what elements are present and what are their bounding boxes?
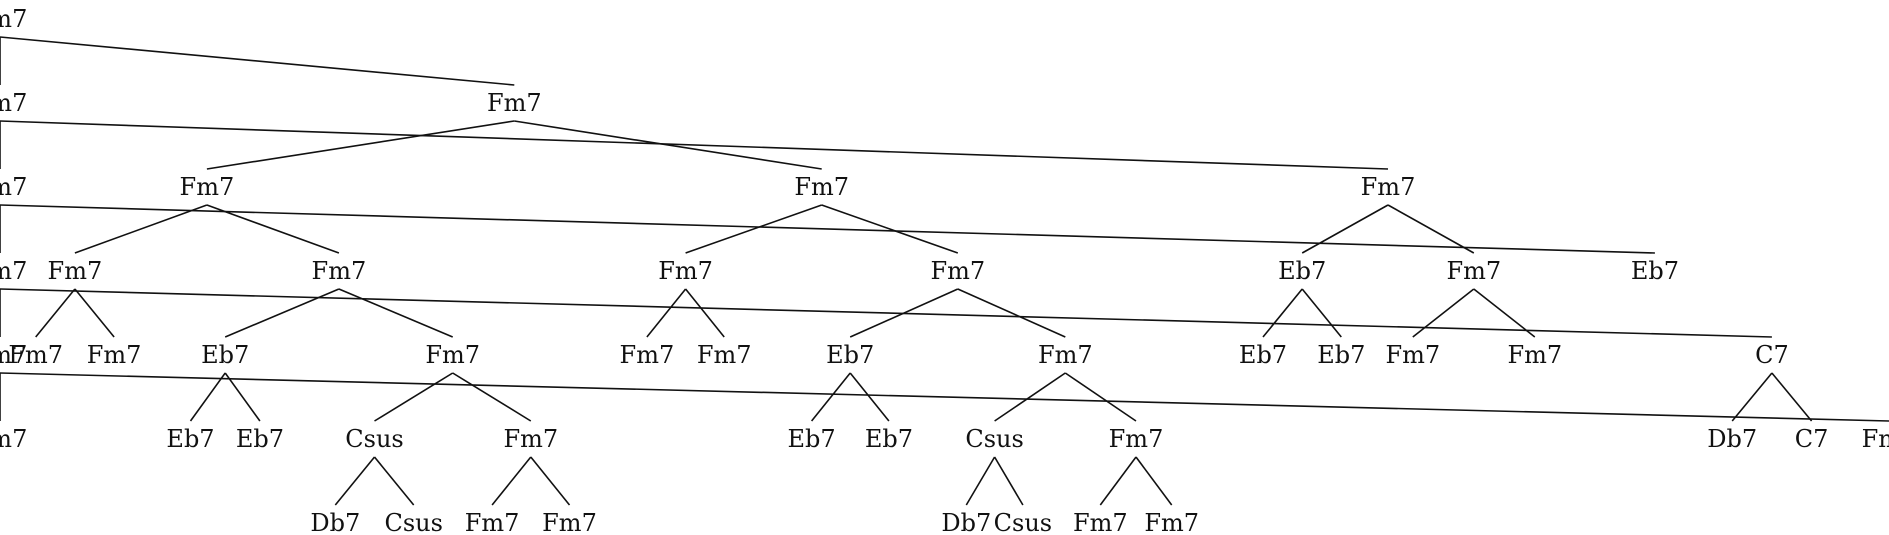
tree-node-label: Fm7	[930, 257, 985, 285]
tree-edge	[206, 204, 340, 254]
tree-edge	[0, 204, 1655, 254]
tree-node-label: Fm7	[1038, 341, 1093, 369]
tree-node-label: Fm7	[8, 341, 63, 369]
tree-nodes: Fm7Fm7Fm7Fm7Fm7Fm7Fm7Eb7Eb7Eb7Fm7CsusDb7…	[0, 5, 1889, 535]
tree-node-label: Fm7	[0, 5, 27, 33]
tree-edge	[993, 456, 1024, 506]
tree-node-label: Fm7	[0, 257, 27, 285]
tree-node-label: Fm7	[658, 257, 713, 285]
tree-edge	[0, 372, 1889, 422]
tree-node-label: Fm7	[1446, 257, 1501, 285]
tree-edge	[1301, 288, 1342, 338]
tree-edge	[373, 456, 415, 506]
tree-node-label: Csus	[994, 509, 1052, 535]
tree-edge	[491, 456, 532, 506]
tree-node-label: Csus	[965, 425, 1023, 453]
tree-node-label: Csus	[345, 425, 403, 453]
tree-edge	[1771, 372, 1813, 422]
tree-edge	[1064, 372, 1137, 422]
tree-node-label: Eb7	[236, 425, 284, 453]
tree-node-label: C7	[1795, 425, 1829, 453]
tree-node-label: Eb7	[1278, 257, 1326, 285]
tree-node-label: Eb7	[826, 341, 874, 369]
tree-node-label: Fm7	[1073, 509, 1128, 535]
tree-edge	[1301, 204, 1389, 254]
tree-edge	[1473, 288, 1536, 338]
tree-edge	[0, 120, 1389, 170]
tree-node-label: Eb7	[1317, 341, 1365, 369]
tree-edge	[965, 456, 996, 506]
tree-edge	[1135, 456, 1173, 506]
tree-node-label: Fm7	[0, 173, 27, 201]
tree-node-label: Fm7	[87, 341, 142, 369]
tree-edge	[514, 120, 822, 170]
tree-node-label: Fm7	[0, 89, 27, 117]
tree-node-label: Fm7	[794, 173, 849, 201]
tree-node-label: Fm7	[180, 173, 235, 201]
tree-edge	[224, 372, 261, 422]
tree-node-label: Fm7	[465, 509, 520, 535]
tree-node-label: C7	[1755, 341, 1789, 369]
tree-edge	[452, 372, 532, 422]
tree-node-label: Fm7	[312, 257, 367, 285]
tree-edge	[810, 372, 851, 422]
tree-edge	[685, 204, 822, 254]
tree-node-label: Fm7	[1862, 425, 1889, 453]
tree-edge	[35, 288, 76, 338]
tree-node-label: Fm7	[1144, 509, 1199, 535]
tree-node-label: Fm7	[1507, 341, 1562, 369]
tree-node-label: Db7	[1707, 425, 1757, 453]
tree-node-label: Db7	[310, 509, 360, 535]
tree-node-label: Fm7	[48, 257, 103, 285]
tree-node-label: Fm7	[1361, 173, 1416, 201]
tree-edge	[849, 372, 890, 422]
tree-node-label: Eb7	[1239, 341, 1287, 369]
tree-node-label: Eb7	[166, 425, 214, 453]
tree-node-label: Db7	[941, 509, 991, 535]
tree-node-label: Fm7	[697, 341, 752, 369]
tree-node-label: Fm7	[503, 425, 558, 453]
tree-edges	[0, 36, 1889, 506]
tree-edge	[1099, 456, 1137, 506]
tree-edge	[1731, 372, 1773, 422]
tree-node-label: Csus	[384, 509, 442, 535]
tree-edge	[338, 288, 454, 338]
tree-node-label: Fm7	[0, 425, 27, 453]
tree-edge	[994, 372, 1066, 422]
tree-edge	[957, 288, 1066, 338]
tree-node-label: Fm7	[425, 341, 480, 369]
tree-edge	[1412, 288, 1475, 338]
tree-edge	[0, 288, 1772, 338]
tree-node-label: Eb7	[201, 341, 249, 369]
tree-node-label: Fm7	[0, 341, 27, 369]
tree-edge	[821, 204, 959, 254]
tree-node-label: Fm7	[620, 341, 675, 369]
tree-node-label: Fm7	[542, 509, 597, 535]
tree-edge	[684, 288, 725, 338]
tree-node-label: Eb7	[865, 425, 913, 453]
tree-edge	[1387, 204, 1475, 254]
tree-edge	[74, 288, 115, 338]
tree-node-label: Fm7	[487, 89, 542, 117]
tree-edge	[1262, 288, 1303, 338]
tree-node-label: Fm7	[1109, 425, 1164, 453]
tree-edge	[334, 456, 376, 506]
tree-node-label: Eb7	[1631, 257, 1679, 285]
tree-edge	[646, 288, 687, 338]
tree-edge	[0, 36, 515, 86]
tree-edge	[189, 372, 226, 422]
tree-edge	[374, 372, 454, 422]
tree-edge	[74, 204, 208, 254]
tree-node-label: Eb7	[788, 425, 836, 453]
tree-edge	[206, 120, 515, 170]
tree-node-label: Fm7	[1385, 341, 1440, 369]
tree-edge	[530, 456, 571, 506]
